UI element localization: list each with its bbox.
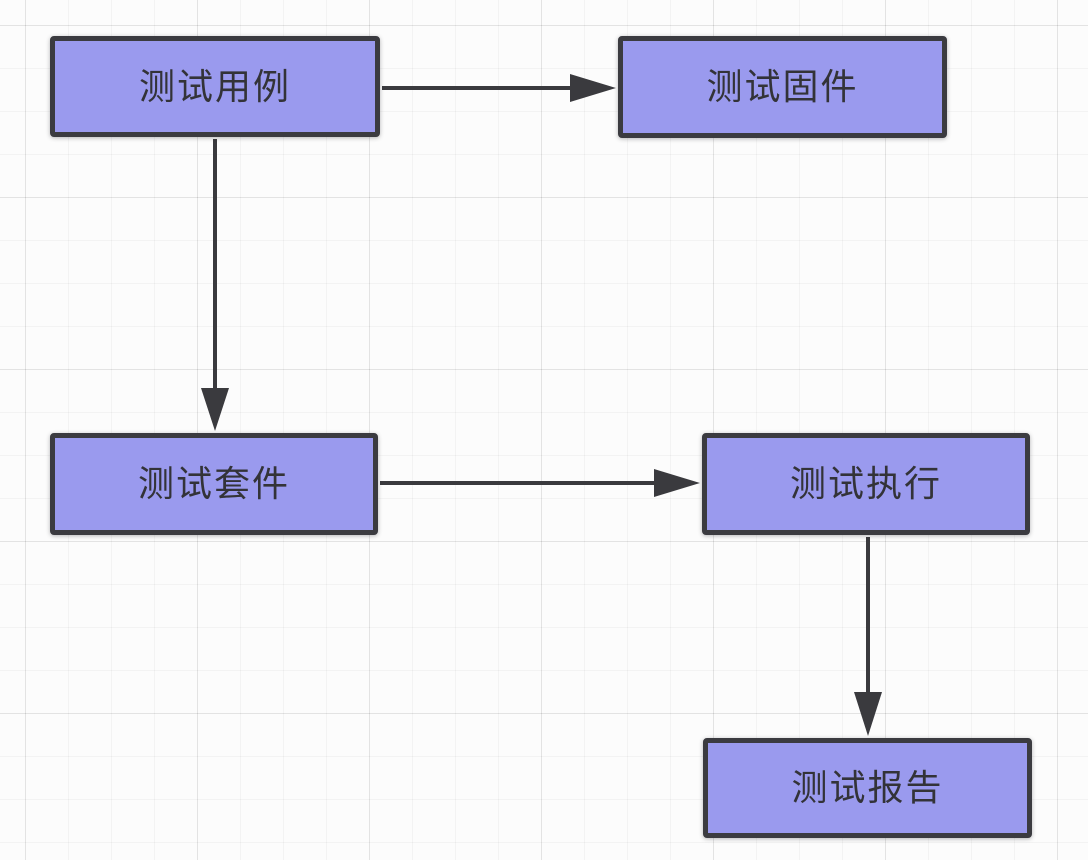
arrow-test-suite-to-test-execution[interactable] xyxy=(380,469,700,497)
node-label: 测试套件 xyxy=(137,463,290,504)
arrow-test-case-to-test-fixture[interactable] xyxy=(382,74,616,102)
node-test-suite[interactable]: 测试套件 xyxy=(50,433,378,535)
node-test-fixture[interactable]: 测试固件 xyxy=(618,36,947,138)
node-test-report[interactable]: 测试报告 xyxy=(703,738,1032,838)
arrow-test-execution-to-test-report[interactable] xyxy=(854,537,882,736)
arrow-test-case-to-test-suite[interactable] xyxy=(201,139,229,431)
node-label: 测试用例 xyxy=(138,65,291,107)
node-label: 测试执行 xyxy=(789,463,942,504)
node-label: 测试报告 xyxy=(791,767,944,808)
node-test-case[interactable]: 测试用例 xyxy=(50,36,380,137)
node-test-execution[interactable]: 测试执行 xyxy=(702,433,1030,535)
node-label: 测试固件 xyxy=(706,66,859,107)
